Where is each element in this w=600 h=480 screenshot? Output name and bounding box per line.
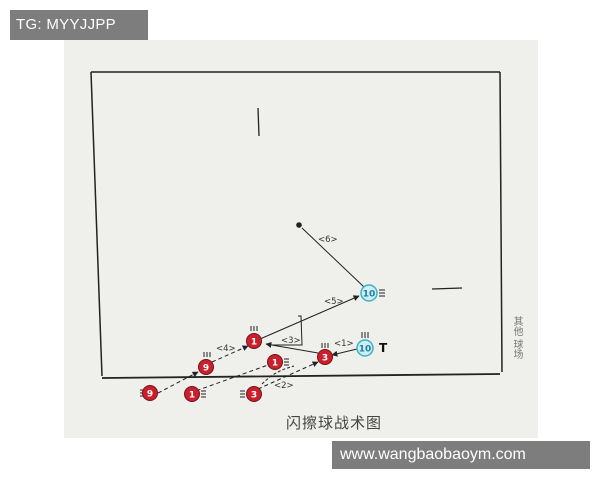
player-10-cyan-top: 10: [360, 284, 385, 302]
svg-text:1: 1: [189, 391, 195, 401]
movement-lines: [157, 227, 365, 394]
svg-text:1: 1: [251, 338, 257, 348]
svg-text:9: 9: [147, 390, 153, 400]
diagram-caption: 闪擦球战术图: [286, 414, 383, 432]
target-point: [296, 222, 302, 228]
label-5: <5>: [324, 297, 344, 307]
svg-text:10: 10: [359, 345, 372, 355]
serve-marker: T: [379, 341, 388, 355]
player-1-center: 1: [246, 326, 262, 349]
player-3-left: 3: [240, 386, 262, 402]
watermark-top: TG: MYYJJPP: [10, 10, 148, 40]
right-dash-mark: [431, 287, 463, 290]
label-4: <4>: [216, 344, 236, 354]
svg-text:3: 3: [322, 354, 328, 364]
svg-text:9: 9: [203, 364, 209, 374]
label-3: <3>: [281, 336, 301, 346]
player-1-left: 1: [184, 386, 206, 402]
player-3-center: 3: [317, 343, 333, 365]
svg-text:3: 3: [251, 391, 257, 401]
svg-text:1: 1: [272, 359, 278, 369]
player-1-front: 1: [267, 354, 289, 370]
label-2: <2>: [274, 381, 294, 391]
watermark-bottom: www.wangbaobaoym.com: [332, 441, 590, 469]
player-9-left: 9: [140, 385, 158, 401]
court-outline: [90, 71, 503, 379]
player-10-cyan-bottom: 10: [356, 332, 374, 357]
top-tick-mark: [257, 107, 260, 137]
diagram-photo: [64, 40, 538, 438]
svg-text:10: 10: [363, 290, 376, 300]
side-note: 其他 球场: [511, 316, 522, 360]
label-1: <1>: [334, 339, 354, 349]
label-6: <6>: [318, 235, 338, 245]
player-9-mid: 9: [198, 352, 214, 375]
